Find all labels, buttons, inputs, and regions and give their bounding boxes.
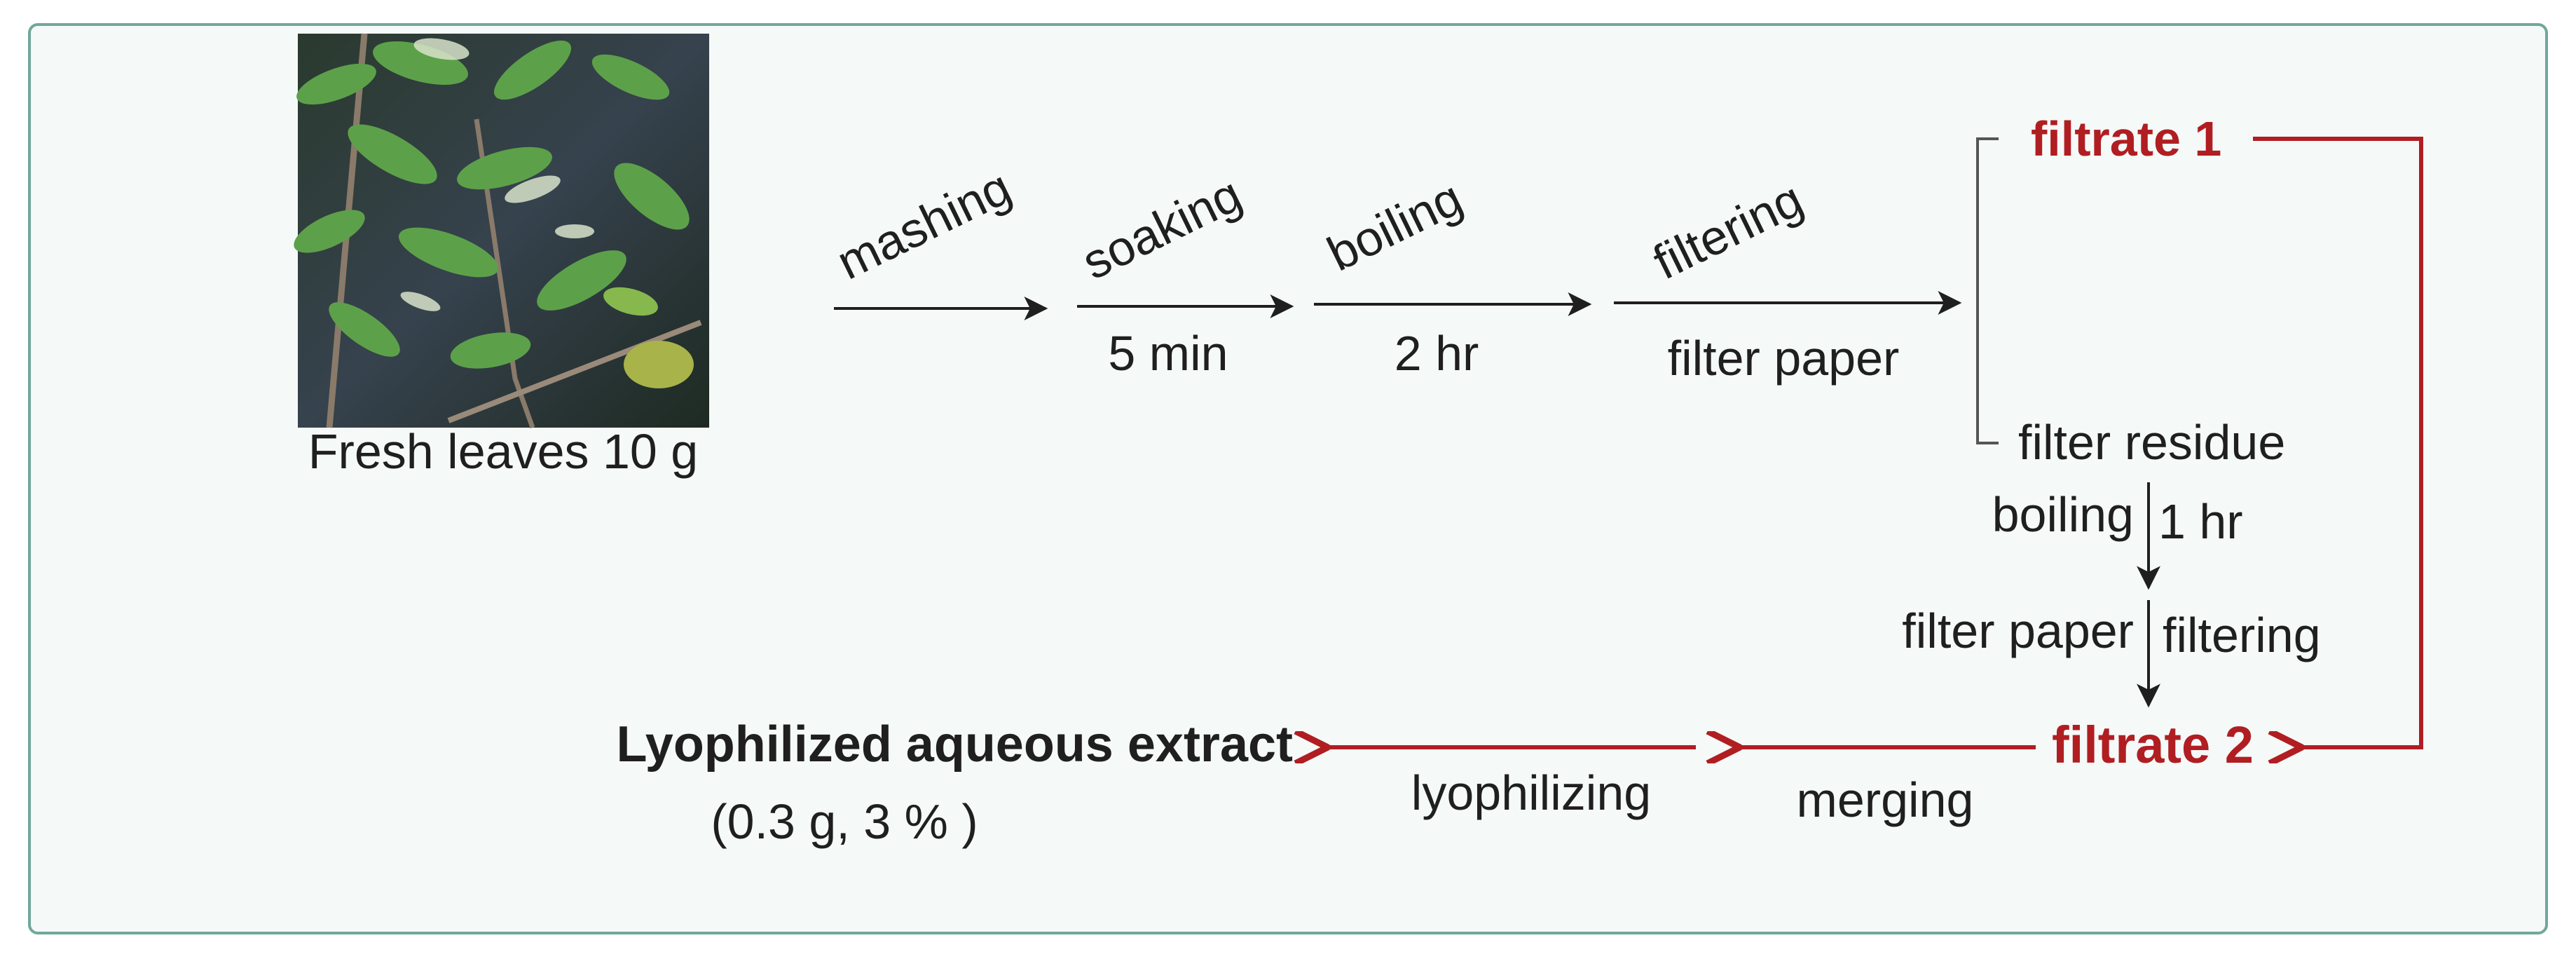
residue-boiling-label: boiling [1992,487,2134,542]
step-filter-paper-label: filter paper [1668,331,1900,386]
residue-filtering-label: filtering [2163,608,2321,662]
lyophilizing-label: lyophilizing [1411,766,1651,820]
filter-residue-label: filter residue [2018,415,2285,470]
filtrate-2-label: filtrate 2 [2052,716,2254,774]
product-title: Lyophilized aqueous extract [616,716,1293,773]
step-boiling-time: 2 hr [1395,326,1479,381]
residue-boiling-time: 1 hr [2158,494,2243,549]
filtrate-1-label: filtrate 1 [2031,111,2221,166]
step-soaking-label: soaking [1074,167,1249,290]
arrow-filtrate1-to-filtrate2 [2253,137,2423,747]
fresh-leaves-photo [294,33,709,429]
split-bracket [1976,137,1999,444]
merging-label: merging [1797,773,1974,827]
residue-filter-paper-label: filter paper [1902,604,2134,658]
step-filtering-label: filtering [1645,171,1811,290]
photo-caption: Fresh leaves 10 g [308,424,698,479]
product-yield: (0.3 g, 3 % ) [711,794,978,849]
step-mashing-label: mashing [828,159,1019,290]
step-soaking-time: 5 min [1108,326,1228,381]
step-boiling-label: boiling [1319,170,1470,282]
